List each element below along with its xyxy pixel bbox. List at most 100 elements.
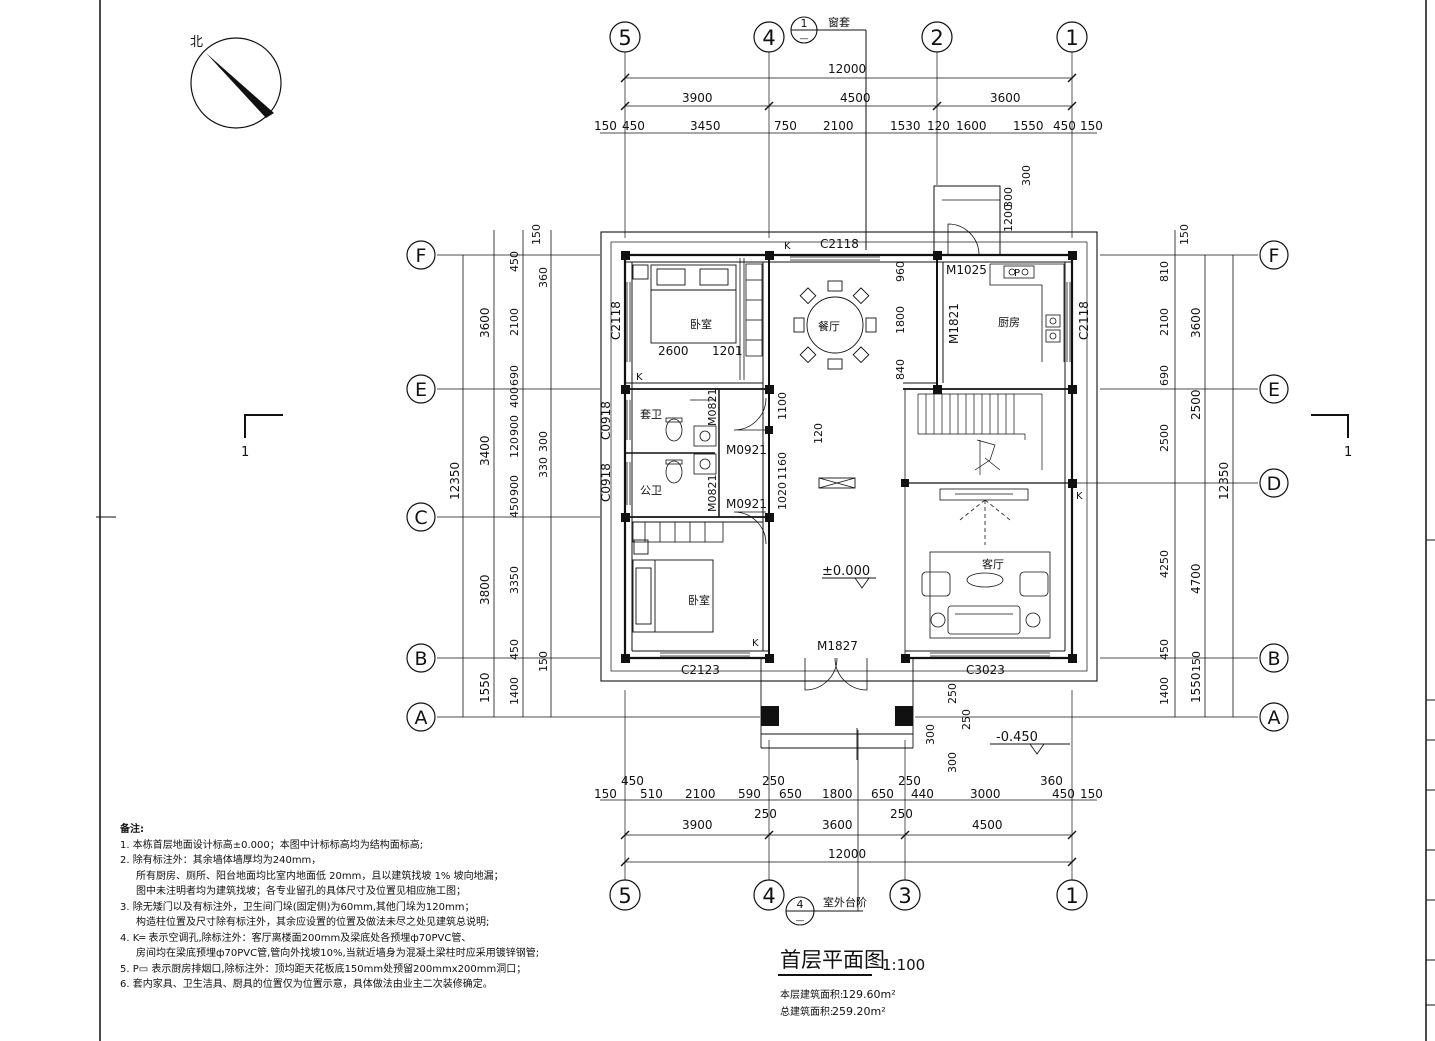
dim-left-mid: 3800 [478,574,492,605]
ac-hole-tag: K [636,372,643,383]
axis-bubble-top-2: 2 [921,21,953,53]
note-text: 除有标注外：其余墙体墙厚均为240mm， [132,855,322,866]
note-item: 5. P▭ 表示厨房排烟口,除标注外：顶均距天花板底150mm处预留200mmx… [120,962,680,978]
note-text: 构造柱位置及尺寸除有标注外，其余应设置的位置及做法未尽之处见建筑总说明; [136,917,490,928]
section-marker-left: 1 [241,414,283,460]
note-text: 除无矮门以及有标注外，卫生间门垛(固定侧)为60mm,其他门垛为120mm； [132,901,475,913]
dim-bottom-mid: 3600 [822,818,853,832]
axis-label: 4 [762,26,775,50]
axis-bubble-top-5: 5 [609,21,641,53]
ac-hole-tag: K [1076,491,1083,502]
axis-label: A [1268,707,1281,729]
axis-label: D [1267,473,1282,495]
axis-label: 5 [618,884,631,908]
dim-bottom-detail: 250 [754,807,777,821]
section-mark-label: 1 [1344,445,1352,460]
axis-bubble-bottom-3: 3 [889,879,921,911]
dim-inner: 960 [894,261,907,282]
dim-inner: 300 [1002,187,1015,208]
dim-right-mid: 1550 [1189,672,1203,703]
window-tag: C0918 [599,401,613,440]
dim-top-detail: 1530 [890,119,921,133]
area-value: 129.60m² [842,988,896,1001]
dining-table-icon [793,280,877,370]
note-item: 4. K═ 表示空调孔,除标注外：客厅离楼面200mm及梁底处各预埋ф70PVC… [120,931,680,947]
dim-top-mid-3: 3600 [990,91,1021,105]
tv-cabinet [939,488,1029,545]
dim-bottom-detail: 250 [898,774,921,788]
room-label-bedroom-1: 卧室 [690,317,712,331]
dim-bottom-detail: 3000 [970,787,1001,801]
dim-entry: 250 [960,709,973,730]
window-tag: C0918 [599,463,613,502]
door-tag: M0921 [726,497,767,511]
bottom-dimension-chains [600,799,1097,867]
dim-top-detail: 450 [622,119,645,133]
axis-label: 3 [898,884,911,908]
dim-inner: 1201 [712,344,743,358]
dim-bottom-detail: 150 [1080,787,1103,801]
dim-left-detail: 450 [508,639,521,660]
dim-inner: 1020 [776,482,789,510]
drawing-title-block: 首层平面图 1:100 本层建筑面积: 129.60m² 总建筑面积: 259.… [778,948,925,1018]
north-label: 北 [190,35,203,50]
note-text: P▭ 表示厨房排烟口,除标注外：顶均距天花板底150mm处预留200mmx200… [132,963,527,975]
dim-right-mid: 2500 [1189,389,1203,420]
axis-label: B [1267,648,1280,670]
dim-top-detail: 1550 [1013,119,1044,133]
dim-left-detail: 450 [508,497,521,518]
axis-bubble-bottom-5: 5 [609,879,641,911]
dim-right-total: 12350 [1217,462,1231,500]
dim-right-detail: 690 [1158,365,1171,386]
drawing-title: 首层平面图 [780,948,885,972]
dim-left-detail: 900 [508,415,521,436]
dim-right-detail: 150 [1178,224,1191,245]
axis-label: F [1269,245,1280,267]
axis-bubble-right-E: E [1259,374,1289,404]
dim-right-detail: 2100 [1158,308,1171,336]
dim-right-mid: 4700 [1189,563,1203,594]
dim-bottom-detail: 590 [738,787,761,801]
axis-label: 2 [930,26,943,50]
dim-top-detail: 750 [774,119,797,133]
level-ground: ±0.000 [822,564,870,579]
axis-bubble-bottom-4: 4 [753,879,785,911]
axis-label: 1 [1065,884,1078,908]
windows [626,256,1071,657]
room-label-master-bath: 套卫 [640,408,662,421]
drawing-scale: 1:100 [882,956,925,974]
left-dimension-chains [462,230,552,717]
dim-bottom-detail: 450 [1052,787,1075,801]
axis-label: 1 [1065,26,1078,50]
dim-left-detail: 3350 [508,566,521,594]
dim-inner: 1160 [776,452,789,480]
dim-left-mid: 3600 [478,307,492,338]
dim-inner: 1800 [894,306,907,334]
room-label-kitchen: 厨房 [998,316,1020,329]
axis-bubble-left-C: C [406,502,436,532]
room-label-bedroom-2: 卧室 [688,593,710,607]
dim-bottom-detail: 1800 [822,787,853,801]
dim-bottom-detail: 650 [779,787,802,801]
total-area-label: 总建筑面积: [780,1005,833,1018]
note-text: 本栋首层地面设计标高±0.000；本图中计标标高均为结构面标高; [132,839,424,851]
note-text: 图中未注明者均为建筑找坡；各专业留孔的具体尺寸及位置见相应施工图； [136,886,466,897]
dim-left-detail: 900 [508,475,521,496]
total-area-value: 259.20m² [832,1005,886,1018]
axis-label: 4 [762,884,775,908]
structural-columns [621,251,1077,726]
dim-right-detail: 150 [1190,651,1203,672]
dim-bottom-detail: 250 [762,774,785,788]
axis-bubble-right-F: F [1259,240,1289,270]
dim-left-detail: 2100 [508,308,521,336]
wardrobe-icon [632,263,763,543]
toilet-icon [665,399,717,484]
dim-bottom-detail: 510 [640,787,663,801]
window-tag: C2118 [820,237,859,251]
dim-bottom-detail: 440 [911,787,934,801]
dim-top-detail: 150 [1080,119,1103,133]
floor-opening-icon [818,477,856,489]
axis-label: F [416,245,427,267]
window-tag: C3023 [966,663,1005,677]
door-tag: M0921 [726,443,767,457]
